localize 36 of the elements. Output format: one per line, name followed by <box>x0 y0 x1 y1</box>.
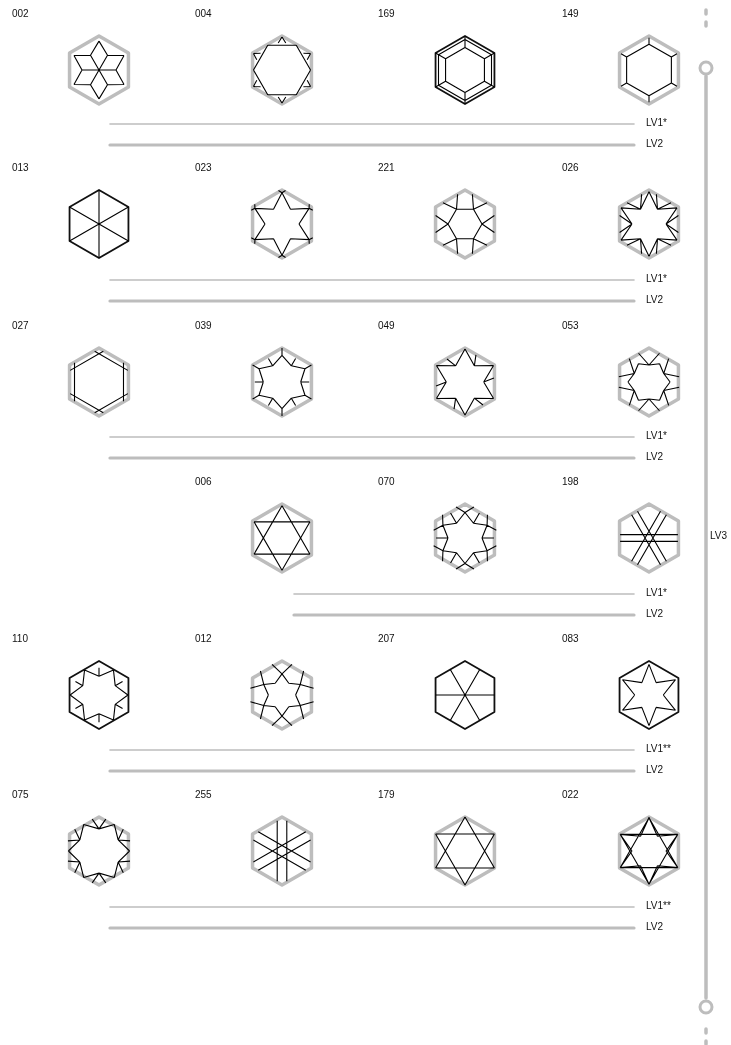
level-label: LV1* <box>646 430 667 442</box>
tile-number: 070 <box>378 476 395 488</box>
tile-number: 053 <box>562 320 579 332</box>
tile-number: 169 <box>378 8 395 20</box>
tile-number: 006 <box>195 476 212 488</box>
level-label: LV1* <box>646 117 667 129</box>
tile-number: 149 <box>562 8 579 20</box>
tile-number: 022 <box>562 789 579 801</box>
level-label: LV1* <box>646 587 667 599</box>
level-label: LV2 <box>646 764 664 776</box>
tile-number: 083 <box>562 633 579 645</box>
tile-number: 110 <box>12 633 28 645</box>
level-label: LV2 <box>646 294 664 306</box>
tile-number: 039 <box>195 320 212 332</box>
tile-number: 075 <box>12 789 29 801</box>
level-label: LV2 <box>646 451 664 463</box>
tile-number: 023 <box>195 162 212 174</box>
tile-number: 012 <box>195 633 212 645</box>
tile-number: 002 <box>12 8 29 20</box>
level-label: LV2 <box>646 138 664 150</box>
level-label: LV2 <box>646 921 664 933</box>
tile-number: 027 <box>12 320 29 332</box>
tile-number: 049 <box>378 320 395 332</box>
tile-number: 198 <box>562 476 579 488</box>
level-label: LV1** <box>646 743 671 755</box>
level-label: LV2 <box>646 608 664 620</box>
tile-number: 013 <box>12 162 29 174</box>
level-label: LV1* <box>646 273 667 285</box>
tile-number: 004 <box>195 8 212 20</box>
level-label: LV3 <box>710 530 728 542</box>
tile-number: 179 <box>378 789 395 801</box>
level-label: LV1** <box>646 900 671 912</box>
tile-number: 026 <box>562 162 579 174</box>
tile-number: 207 <box>378 633 395 645</box>
tile-number: 255 <box>195 789 212 801</box>
tile-number: 221 <box>378 162 395 174</box>
